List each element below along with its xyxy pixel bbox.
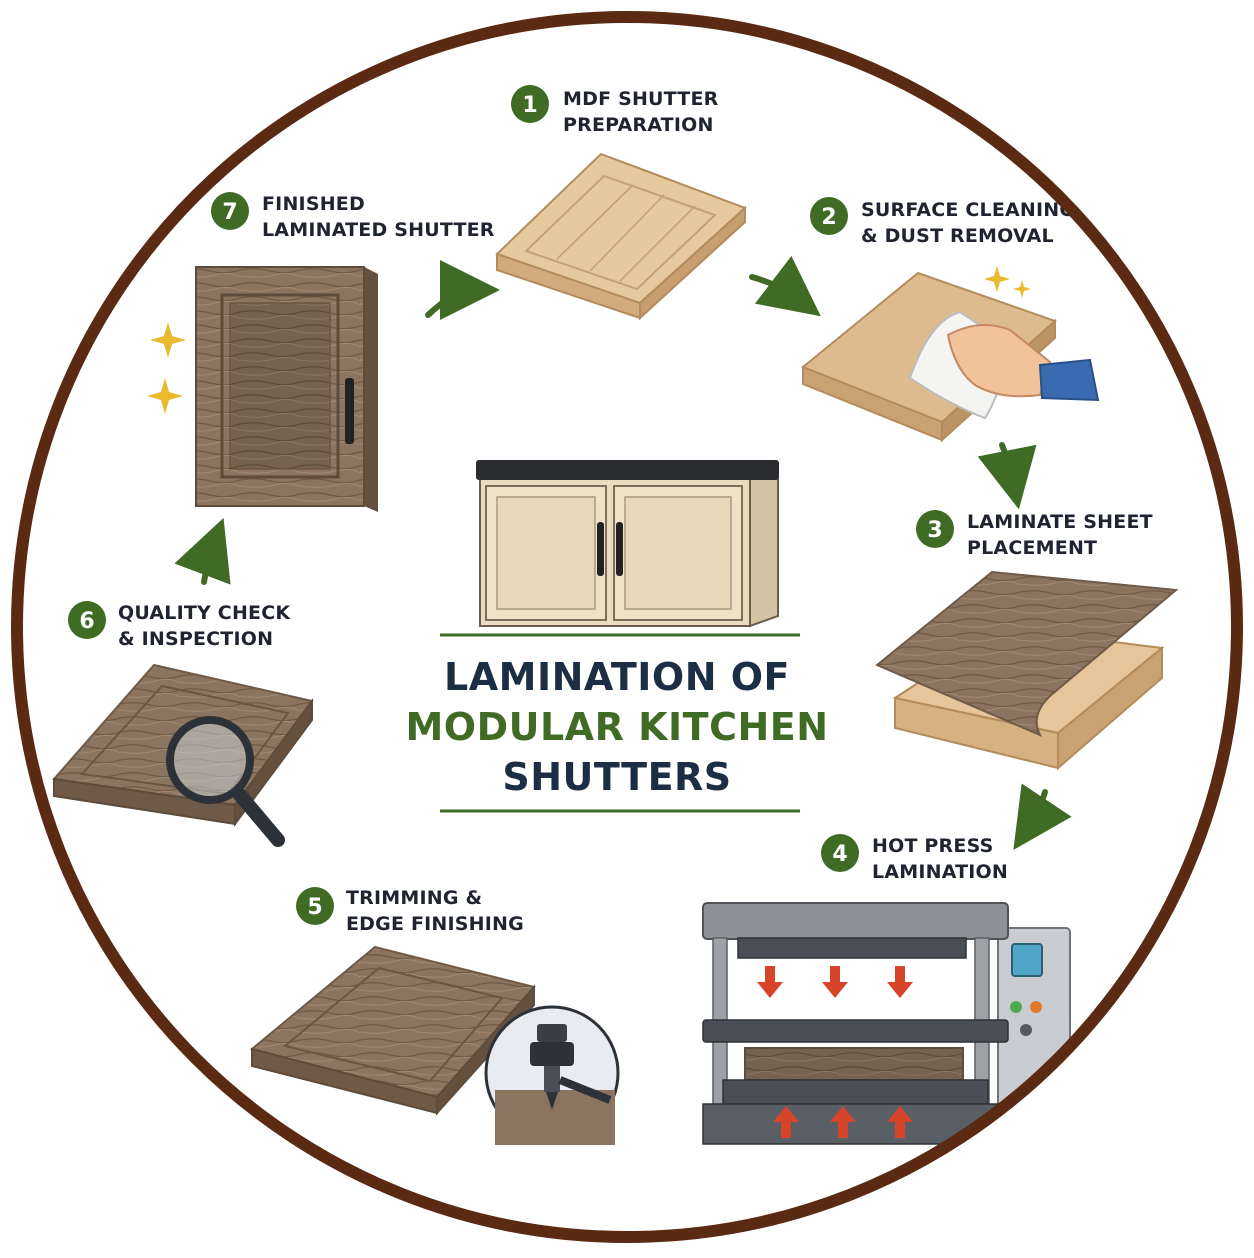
cleaning-hand-icon xyxy=(908,310,1100,420)
step-2: 2 SURFACE CLEANING & DUST REMOVAL xyxy=(810,197,1075,247)
outer-ring xyxy=(11,11,1243,1243)
step-7-label-line2: LAMINATED SHUTTER xyxy=(262,219,495,241)
title-line-2: MODULAR KITCHEN xyxy=(405,705,828,749)
step-4-illustration xyxy=(702,902,1071,1145)
step-5-number: 5 xyxy=(307,895,322,920)
router-icon xyxy=(484,1005,620,1145)
step-2-label-line1: SURFACE CLEANING xyxy=(861,199,1075,221)
step-3: 3 LAMINATE SHEET PLACEMENT xyxy=(916,510,1153,559)
step-3-label-line1: LAMINATE SHEET xyxy=(967,511,1153,533)
sparkle-icon xyxy=(984,266,1031,298)
step-4-number: 4 xyxy=(832,842,847,867)
step-5-illustration xyxy=(249,945,620,1145)
step-1-number: 1 xyxy=(522,93,537,118)
step-5-label-line1: TRIMMING & xyxy=(346,887,482,909)
step-6-badge xyxy=(68,601,106,639)
step-3-badge xyxy=(916,510,954,548)
step-5-label-line2: EDGE FINISHING xyxy=(346,913,524,935)
step-6-number: 6 xyxy=(79,609,94,634)
step-5: 5 TRIMMING & EDGE FINISHING xyxy=(296,887,524,935)
arrow-2-to-3 xyxy=(977,442,1037,510)
arrow-1-to-2 xyxy=(749,255,821,317)
step-3-number: 3 xyxy=(927,518,942,543)
step-4: 4 HOT PRESS LAMINATION xyxy=(821,834,1008,883)
step-4-badge xyxy=(821,834,859,872)
step-7: 7 FINISHED LAMINATED SHUTTER xyxy=(211,192,495,241)
step-1-label-line1: MDF SHUTTER xyxy=(563,88,719,110)
arrow-3-to-4 xyxy=(1013,783,1072,850)
step-6-label-line2: & INSPECTION xyxy=(118,628,273,650)
press-arrow-icon xyxy=(757,966,913,1138)
step-7-number: 7 xyxy=(222,200,237,225)
magnifier-icon xyxy=(166,716,285,847)
kitchen-cabinet-illustration xyxy=(476,460,779,628)
step-2-number: 2 xyxy=(821,205,836,230)
step-7-illustration xyxy=(147,266,378,512)
step-1: 1 MDF SHUTTER PREPARATION xyxy=(511,85,719,136)
step-6-illustration xyxy=(52,663,314,847)
step-4-label-line2: LAMINATION xyxy=(872,861,1008,883)
step-2-label-line2: & DUST REMOVAL xyxy=(861,225,1054,247)
arrow-6-to-7 xyxy=(174,517,231,585)
step-7-label-line1: FINISHED xyxy=(262,193,365,215)
title-line-3: SHUTTERS xyxy=(502,755,731,799)
step-3-illustration xyxy=(875,570,1179,771)
step-4-label-line1: HOT PRESS xyxy=(872,835,993,857)
sparkle-icon xyxy=(147,322,186,414)
step-3-label-line2: PLACEMENT xyxy=(967,537,1097,559)
title-line-1: LAMINATION OF xyxy=(444,655,790,699)
step-1-badge xyxy=(511,85,549,123)
step-5-badge xyxy=(296,887,334,925)
arrow-7-to-1 xyxy=(425,260,500,321)
step-2-badge xyxy=(810,197,848,235)
step-7-badge xyxy=(211,192,249,230)
step-6: 6 QUALITY CHECK & INSPECTION xyxy=(68,601,291,650)
flow-arrows xyxy=(174,255,1072,850)
step-2-illustration xyxy=(801,266,1100,443)
step-6-label-line1: QUALITY CHECK xyxy=(118,602,291,624)
step-1-label-line2: PREPARATION xyxy=(563,114,714,136)
step-1-illustration xyxy=(495,152,747,321)
